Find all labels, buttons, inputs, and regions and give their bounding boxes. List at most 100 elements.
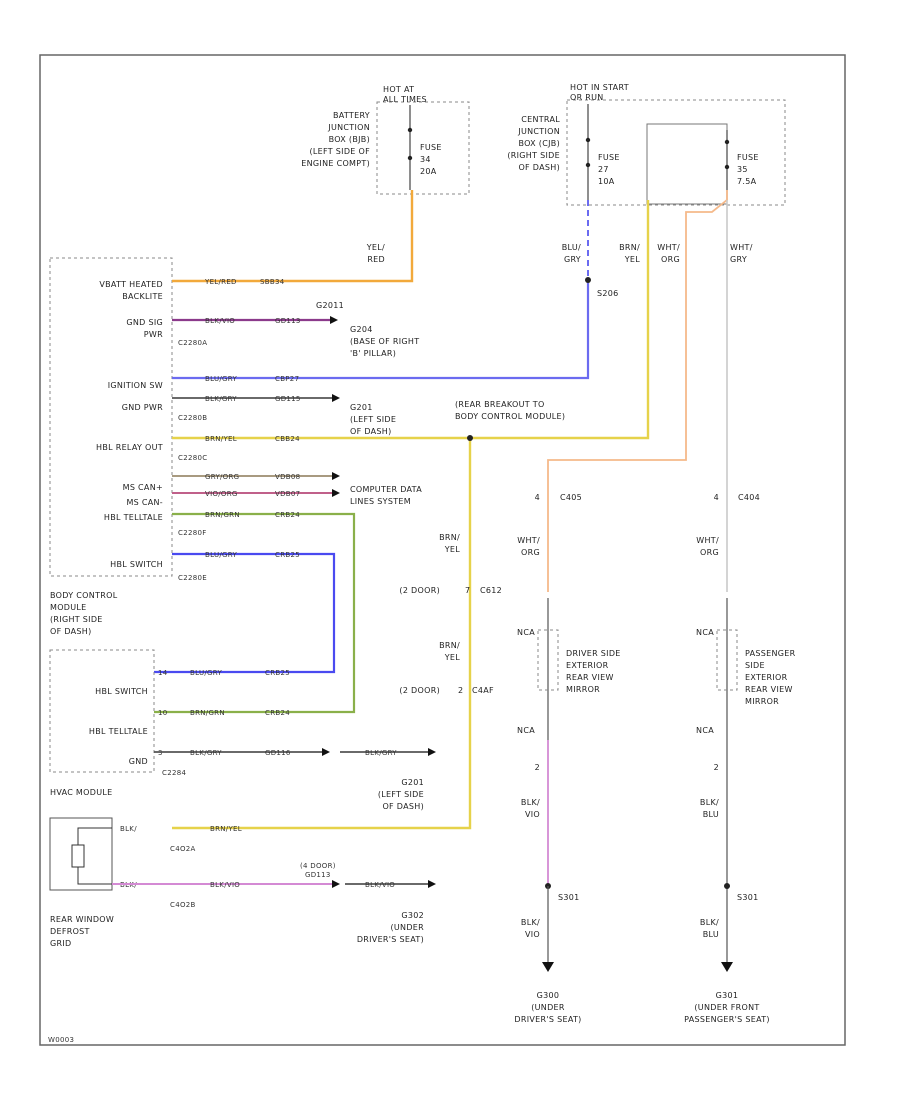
bcm-conn-e: C2280E xyxy=(178,574,207,582)
brn-yel-mid-1: BRN/ xyxy=(439,533,460,542)
wire-label-blugry2: BLU/GRY xyxy=(205,551,237,559)
drv-mirror-box xyxy=(537,629,559,691)
defrost-resistor xyxy=(71,844,85,868)
g204-label-2: (BASE OF RIGHT xyxy=(350,337,419,346)
cjb-label-2: JUNCTION xyxy=(517,127,560,136)
cjb-fuse35-dot1 xyxy=(724,139,730,145)
wire-label-vdb07: VDB07 xyxy=(275,490,300,498)
hvac-box xyxy=(49,649,155,773)
wire-label-gryorg: GRY/ORG xyxy=(205,473,239,481)
fuse35-2: 35 xyxy=(737,165,748,174)
blk-tag-1: BLK/ xyxy=(120,825,137,833)
wire-label-crb24: CRB24 xyxy=(275,511,300,519)
g201-top-1: G201 xyxy=(350,403,373,412)
c4af: C4AF xyxy=(472,686,494,695)
g302-arrow-1 xyxy=(332,880,340,888)
tag-blu-gry-1: BLU/ xyxy=(562,243,581,252)
g201-top-3: OF DASH) xyxy=(350,427,392,436)
hvac-gd116: GD116 xyxy=(265,749,291,757)
pas-mirror-5: MIRROR xyxy=(745,697,779,706)
c4o2a: C4O2A xyxy=(170,845,196,853)
fuse27-3: 10A xyxy=(598,177,615,186)
c404: C404 xyxy=(738,493,760,502)
hvac-brngrn: BRN/GRN xyxy=(190,709,225,717)
g300-symbol xyxy=(542,962,554,972)
pin2: 2 xyxy=(458,686,463,695)
bcm-title-1: BODY CONTROL xyxy=(50,591,118,600)
wht-org-low-2: ORG xyxy=(521,548,540,557)
g301-2: (UNDER FRONT xyxy=(694,1003,759,1012)
wht-org-low2-1: WHT/ xyxy=(696,536,719,545)
breakout-1: (REAR BREAKOUT TO xyxy=(455,400,545,409)
tag-wht-org-1: WHT/ xyxy=(657,243,680,252)
bcm-row-gnd-sig: GND SIG xyxy=(126,318,163,327)
drv-blkvio2-1: BLK/ xyxy=(521,918,540,927)
pin7: 7 xyxy=(465,586,470,595)
bcm-row-gnd-pwr: GND PWR xyxy=(122,403,163,412)
pin4-drv: 4 xyxy=(535,493,540,502)
g2011-label: G2011 xyxy=(316,301,344,310)
data-arrow-2 xyxy=(332,489,340,497)
two-door-2: (2 DOOR) xyxy=(399,686,440,695)
hvac-title: HVAC MODULE xyxy=(50,788,112,797)
pin4-pas: 4 xyxy=(714,493,719,502)
bcm-title-4: OF DASH) xyxy=(50,627,92,636)
wire-brn-yel-drop xyxy=(172,438,472,830)
tag-wht-gry-1: WHT/ xyxy=(730,243,753,252)
nca-4: NCA xyxy=(696,726,714,735)
g204-label-3: 'B' PILLAR) xyxy=(350,349,396,358)
s301-drv: S301 xyxy=(558,893,580,902)
pas-blkblu-2: BLU xyxy=(703,810,719,819)
wire-label-gd113: GD113 xyxy=(275,317,301,325)
wire-label-blkvio: BLK/VIO xyxy=(205,317,235,325)
pas-mirror-3: EXTERIOR xyxy=(745,673,788,682)
pas-mirror-1: PASSENGER xyxy=(745,649,796,658)
tag-yel-red-1: YEL/ xyxy=(366,243,385,252)
bcm-title-3: (RIGHT SIDE xyxy=(50,615,103,624)
hvac-pin-14: 14 xyxy=(158,669,168,677)
bcm-title-2: MODULE xyxy=(50,603,87,612)
cjb-label-5: OF DASH) xyxy=(518,163,560,172)
cjb-label-1: CENTRAL xyxy=(521,115,560,124)
drv-mirror-1: DRIVER SIDE xyxy=(566,649,621,658)
wire-label-brnyel: BRN/YEL xyxy=(205,435,237,443)
drv-pin2: 2 xyxy=(535,763,540,772)
hvac-crb25: CRB25 xyxy=(265,669,290,677)
wire-label-cbp27: CBP27 xyxy=(275,375,299,383)
drv-mirror-3: REAR VIEW xyxy=(566,673,614,682)
bjb-label-4: (LEFT SIDE OF xyxy=(309,147,370,156)
bottom-blkvio: BLK/VIO xyxy=(210,881,240,889)
s206-label: S206 xyxy=(597,289,619,298)
hvac-crb24: CRB24 xyxy=(265,709,290,717)
cjb-fuse27-dot2 xyxy=(585,162,591,168)
g201-mid-3: OF DASH) xyxy=(382,802,424,811)
wire-label-crb25: CRB25 xyxy=(275,551,300,559)
tag-yel-red-2: RED xyxy=(367,255,385,264)
pas-blkblu-1: BLK/ xyxy=(700,798,719,807)
brn-yel-low-1: BRN/ xyxy=(439,641,460,650)
bottom-brnyel: BRN/YEL xyxy=(210,825,242,833)
s206-splice xyxy=(585,277,591,283)
s301-splice-pas xyxy=(724,883,730,889)
bcm-row-mscan-minus: MS CAN- xyxy=(126,498,163,507)
cjb-box xyxy=(566,99,786,206)
wire-brn-grn xyxy=(154,512,356,714)
two-door-1: (2 DOOR) xyxy=(399,586,440,595)
wire-blu-gry xyxy=(172,280,590,380)
fuse35-1: FUSE xyxy=(737,153,759,162)
hvac-blugry: BLU/GRY xyxy=(190,669,222,677)
bjb-label-2: JUNCTION xyxy=(327,123,370,132)
hot-all-times-2: ALL TIMES xyxy=(383,95,427,104)
wire-label-brngrn: BRN/GRN xyxy=(205,511,240,519)
wire-label-gd115: GD115 xyxy=(275,395,301,403)
bcm-row-mscan-plus: MS CAN+ xyxy=(123,483,163,492)
tag-wht-gry-2: GRY xyxy=(730,255,747,264)
g301-3: PASSENGER'S SEAT) xyxy=(684,1015,770,1024)
drv-mirror-2: EXTERIOR xyxy=(566,661,609,670)
g204-label-1: G204 xyxy=(350,325,373,334)
drv-blkvio2-2: VIO xyxy=(525,930,540,939)
wire-label-vdb08: VDB08 xyxy=(275,473,300,481)
defrost-box xyxy=(49,817,113,891)
bjb-label-5: ENGINE COMPT) xyxy=(301,159,370,168)
